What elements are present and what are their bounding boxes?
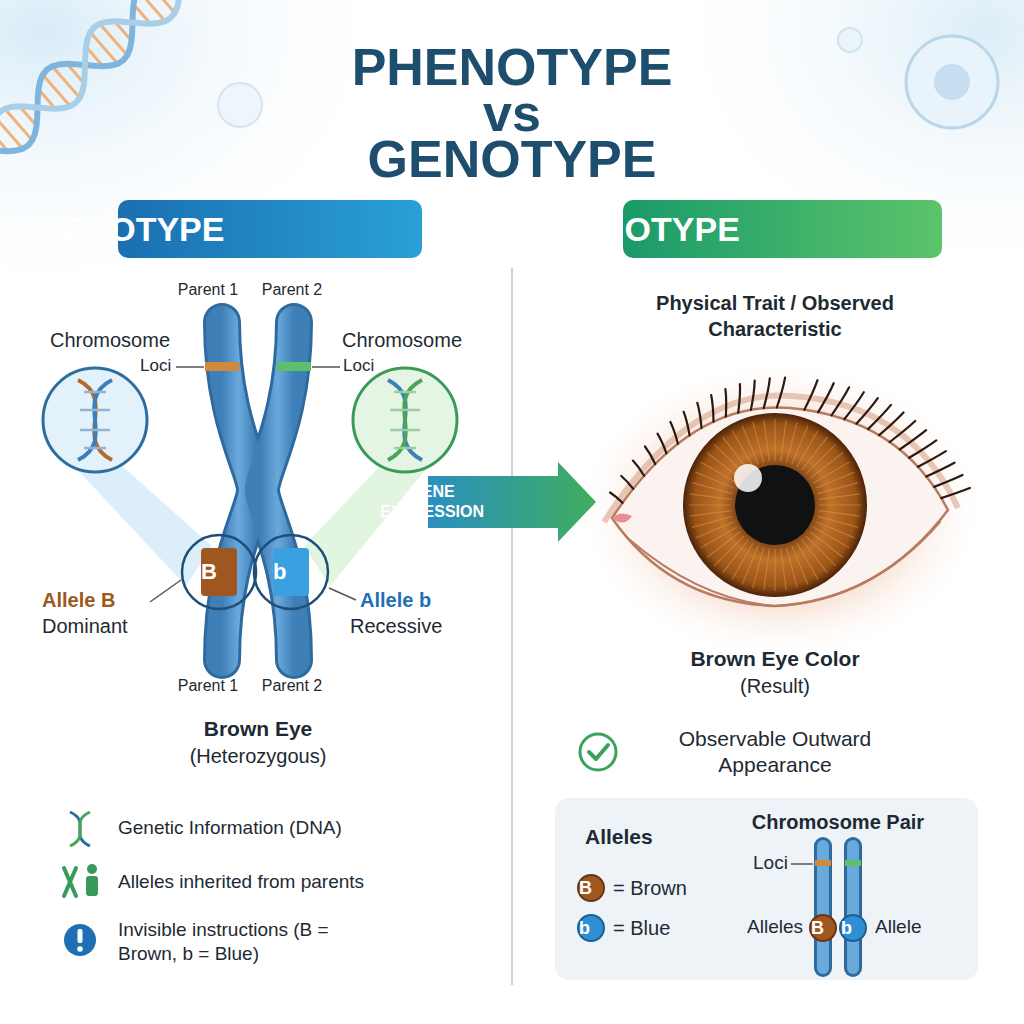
parent-label: Parent 2 [247,280,337,299]
skin [575,360,985,660]
phenotype-heading: Physical Trait / Observed Characteristic [655,290,895,342]
dna-helix [0,0,180,151]
cell-nucleus [934,64,970,100]
parent-label: Parent 2 [247,676,337,695]
legend-note: Genetic Information (DNA) [118,817,342,840]
helix-strand [0,0,180,151]
key-text: Alleles [713,916,803,939]
genotype-note: (Heterozygous) [128,744,388,768]
expression-arrow: GENE EXPRESSION [428,462,596,542]
lash-strokes [610,378,970,503]
locus-band [205,362,239,371]
key-text: Chromosome Pair [733,810,943,834]
arrow-shape [428,462,596,542]
phenotype-result: Brown Eye Color [645,646,905,671]
node-label: PHENOTYPE [476,200,795,258]
allele-type: Recessive [350,614,442,638]
key-text: b [839,914,867,942]
locus-band [277,362,311,371]
key-text: b [577,914,605,942]
inheritance-icon [64,864,98,896]
chromosome-label: Chromosome [35,328,185,352]
legend-note: Invisible instructions (B = Brown, b = B… [118,918,388,966]
light-cone [304,462,432,586]
dna-strand [78,380,112,460]
allele-letter: b [273,548,309,596]
parent-label: Parent 1 [163,280,253,299]
bubble [838,28,862,52]
allele-highlight [254,535,328,609]
parent-label: Parent 1 [163,676,253,695]
key-text: Loci [753,852,788,875]
allele-name: Allele b [360,588,431,612]
title: PHENOTYPE vs GENOTYPE [337,44,687,182]
dna-strand [388,380,422,460]
leader-line [150,580,181,602]
key-text: Alleles [585,824,653,849]
iris-streaks [689,419,861,591]
key-text: = Blue [613,916,670,940]
allele-name: Allele B [42,588,115,612]
key-text: B [577,874,605,902]
key-text: Allele [875,916,921,939]
phenotype-note: Observable Outward Appearance [655,726,895,779]
helix-rungs [0,0,180,151]
leader-line [312,366,340,368]
section-header: GENOTYPE [118,200,422,258]
chromosome-label: Chromosome [327,328,477,352]
genotype-result: Brown Eye [128,716,388,741]
node-label: GENE EXPRESSION [368,482,496,522]
key-text: = Brown [613,876,687,900]
phenotype-note: (Result) [645,674,905,698]
loci-label: Loci [343,356,374,376]
loci-label: Loci [140,356,171,376]
light-cone [70,462,212,586]
leader-line [329,588,356,600]
allele-type: Dominant [42,614,128,638]
leader-line [176,366,204,368]
lower-lid [630,522,940,606]
eyelashes [610,378,970,607]
node-label: GENOTYPE [0,200,282,258]
key-panel: AllelesB= Brownb= BlueChromosome PairLoc… [555,798,978,980]
iris [683,413,867,597]
allele-letter: B [201,548,237,596]
key-text: B [809,914,837,942]
bubble [218,83,262,127]
allele-highlight [182,535,256,609]
tear-duct [612,513,632,522]
info-icon [64,924,96,956]
check-icon [580,734,616,770]
cell [906,36,998,128]
legend-note: Alleles inherited from parents [118,871,364,894]
dna-zoom-circle [43,368,147,472]
section-header: PHENOTYPE [623,200,942,258]
divider [511,268,513,985]
dna-icon [70,812,90,846]
dna-zoom-circle [353,368,457,472]
helix-strand [0,0,180,150]
